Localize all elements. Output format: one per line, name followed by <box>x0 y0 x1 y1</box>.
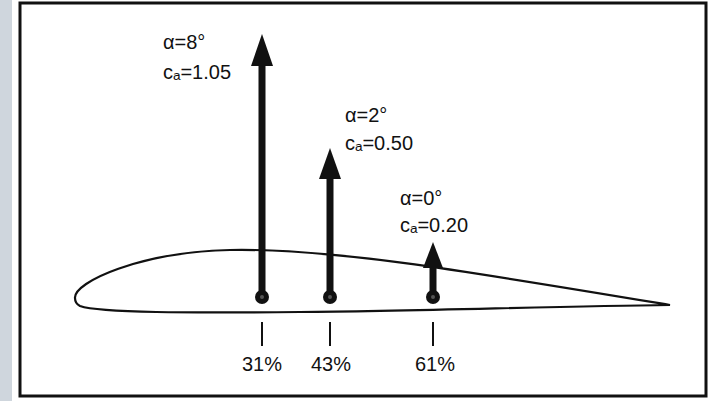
angle-label: α=8° <box>163 30 205 54</box>
coefficient-label: cₐ=0.50 <box>345 131 413 155</box>
angle-label: α=2° <box>345 103 387 127</box>
position-label: 31% <box>242 352 282 376</box>
frame <box>20 3 706 396</box>
position-label: 61% <box>415 352 455 376</box>
airfoil-profile <box>75 250 670 313</box>
lift-vector <box>423 242 443 346</box>
position-label: 43% <box>311 352 351 376</box>
angle-label: α=0° <box>400 186 442 210</box>
coefficient-label: cₐ=1.05 <box>163 60 231 84</box>
lift-vector <box>319 148 341 346</box>
coefficient-label: cₐ=0.20 <box>400 213 468 237</box>
edge-strip <box>0 0 12 401</box>
lift-vector <box>251 34 273 346</box>
